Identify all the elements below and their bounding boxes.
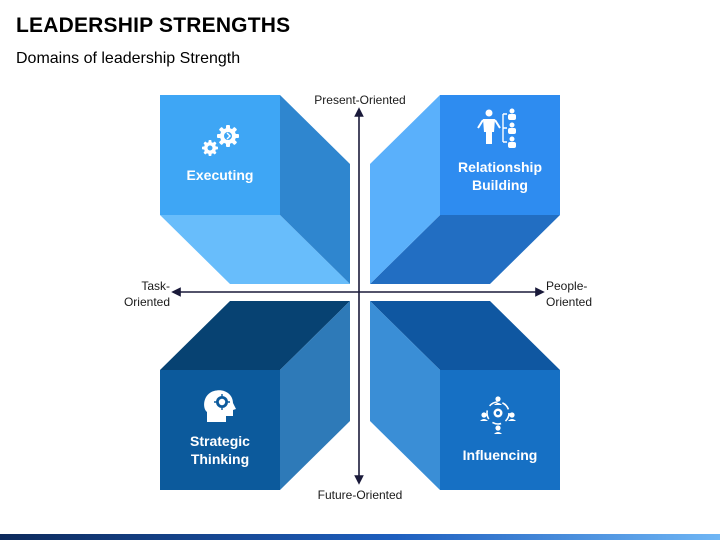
influencing-label: Influencing — [440, 446, 560, 464]
relationship-floor-face — [370, 215, 560, 284]
influencing-side-face — [370, 301, 440, 490]
head-idea-icon — [204, 390, 236, 422]
axis-label-task-oriented: Task- Oriented — [96, 278, 170, 310]
strategic-floor-face — [160, 301, 350, 370]
influencing-label-line1: Influencing — [462, 447, 538, 463]
executing-floor-face — [160, 215, 350, 284]
team-org-icon — [477, 108, 516, 148]
strategic-label-line1: Strategic — [190, 433, 250, 449]
gears-icon — [202, 125, 239, 156]
quadrant-strategic-thinking — [160, 301, 350, 490]
strategic-thinking-label: Strategic Thinking — [160, 432, 280, 468]
axis-label-future-oriented: Future-Oriented — [317, 488, 403, 502]
relationship-building-label: Relationship Building — [440, 158, 560, 194]
network-people-icon — [480, 396, 516, 434]
relationship-side-face — [370, 95, 440, 284]
relationship-label-line1: Relationship — [457, 159, 542, 175]
strategic-side-face — [280, 301, 350, 490]
influencing-floor-face — [370, 301, 560, 370]
axis-label-left-line1: Task- — [141, 279, 170, 293]
influencing-front-face — [440, 370, 560, 490]
quadrant-executing — [160, 95, 350, 284]
relationship-front-face — [440, 95, 560, 215]
axis-label-right-line2: Oriented — [546, 295, 593, 309]
executing-side-face — [280, 95, 350, 284]
axis-label-people-oriented: People- Oriented — [546, 278, 626, 310]
executing-front-face — [160, 95, 280, 215]
page-title: LEADERSHIP STRENGTHS — [16, 14, 291, 37]
strategic-label-line2: Thinking — [190, 451, 250, 467]
executing-label: Executing — [160, 166, 280, 184]
page-subtitle: Domains of leadership Strength — [16, 50, 241, 67]
quadrant-influencing — [370, 301, 560, 490]
strategic-front-face — [160, 370, 280, 490]
axis-label-right-line1: People- — [546, 279, 588, 293]
footer-gradient-bar — [0, 534, 720, 540]
executing-label-line1: Executing — [186, 167, 254, 183]
relationship-label-line2: Building — [472, 177, 528, 193]
axis-label-present-oriented: Present-Oriented — [314, 93, 406, 107]
axis-label-left-line2: Oriented — [123, 295, 170, 309]
quadrant-relationship-building — [370, 95, 560, 284]
